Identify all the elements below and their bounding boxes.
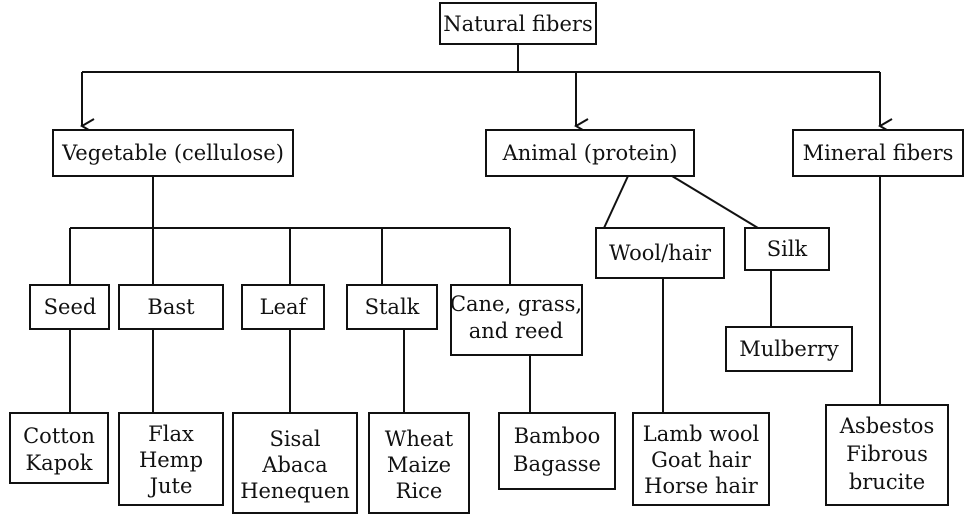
type-cane-box: [450, 284, 583, 356]
examples-wool-box: [632, 412, 770, 506]
example-kapok: Kapok: [25, 451, 92, 475]
example-maize: Maize: [387, 453, 451, 477]
type-leaf-box: [241, 284, 325, 330]
example-jute: Jute: [148, 474, 193, 498]
example-hemp: Hemp: [139, 448, 203, 472]
category-mineral-box: [792, 129, 964, 177]
example-lamb-wool: Lamb wool: [643, 422, 760, 446]
type-leaf-label: Leaf: [260, 295, 309, 319]
type-wool-box: [595, 227, 725, 279]
type-wool-label: Wool/hair: [609, 241, 712, 265]
category-animal-label: Animal (protein): [502, 141, 678, 165]
type-cane-label-line-2: and reed: [469, 319, 564, 343]
example-rice: Rice: [396, 479, 443, 503]
example-horse-hair: Horse hair: [644, 474, 759, 498]
type-silk-label: Silk: [767, 237, 808, 261]
example-wheat: Wheat: [385, 427, 454, 451]
examples-stalk-box: [368, 412, 470, 514]
example-bagasse: Bagasse: [513, 452, 601, 476]
type-seed-box: [29, 284, 110, 330]
type-cane-label-line-1: Cane, grass,: [450, 292, 582, 316]
root-box: [439, 2, 597, 45]
type-stalk-box: [346, 284, 438, 330]
examples-leaf-box: [232, 412, 358, 514]
examples-bast-box: [118, 412, 224, 506]
example-fibrous: Fibrous: [846, 442, 928, 466]
example-goat-hair: Goat hair: [651, 448, 752, 472]
examples-seed-box: [9, 412, 109, 484]
category-vegetable-box: [52, 129, 294, 177]
example-cotton: Cotton: [23, 424, 95, 448]
examples-mineral-box: [825, 404, 949, 506]
example-flax: Flax: [148, 422, 194, 446]
type-bast-label: Bast: [147, 295, 195, 319]
root-label: Natural fibers: [443, 12, 593, 36]
example-bamboo: Bamboo: [514, 424, 601, 448]
examples-cane-box: [498, 412, 616, 490]
example-asbestos: Asbestos: [839, 414, 934, 438]
type-mulberry-label: Mulberry: [739, 337, 839, 361]
category-animal-box: [485, 129, 695, 177]
example-sisal: Sisal: [269, 427, 320, 451]
category-mineral-label: Mineral fibers: [803, 141, 954, 165]
type-stalk-label: Stalk: [365, 295, 420, 319]
example-abaca: Abaca: [261, 453, 327, 477]
type-mulberry-box: [725, 326, 853, 372]
example-brucite: brucite: [849, 470, 925, 494]
type-silk-box: [744, 227, 830, 271]
connectors: [69, 44, 893, 413]
example-henequen: Henequen: [240, 479, 350, 503]
type-bast-box: [118, 284, 224, 330]
category-vegetable-label: Vegetable (cellulose): [61, 141, 284, 165]
type-seed-label: Seed: [44, 295, 97, 319]
